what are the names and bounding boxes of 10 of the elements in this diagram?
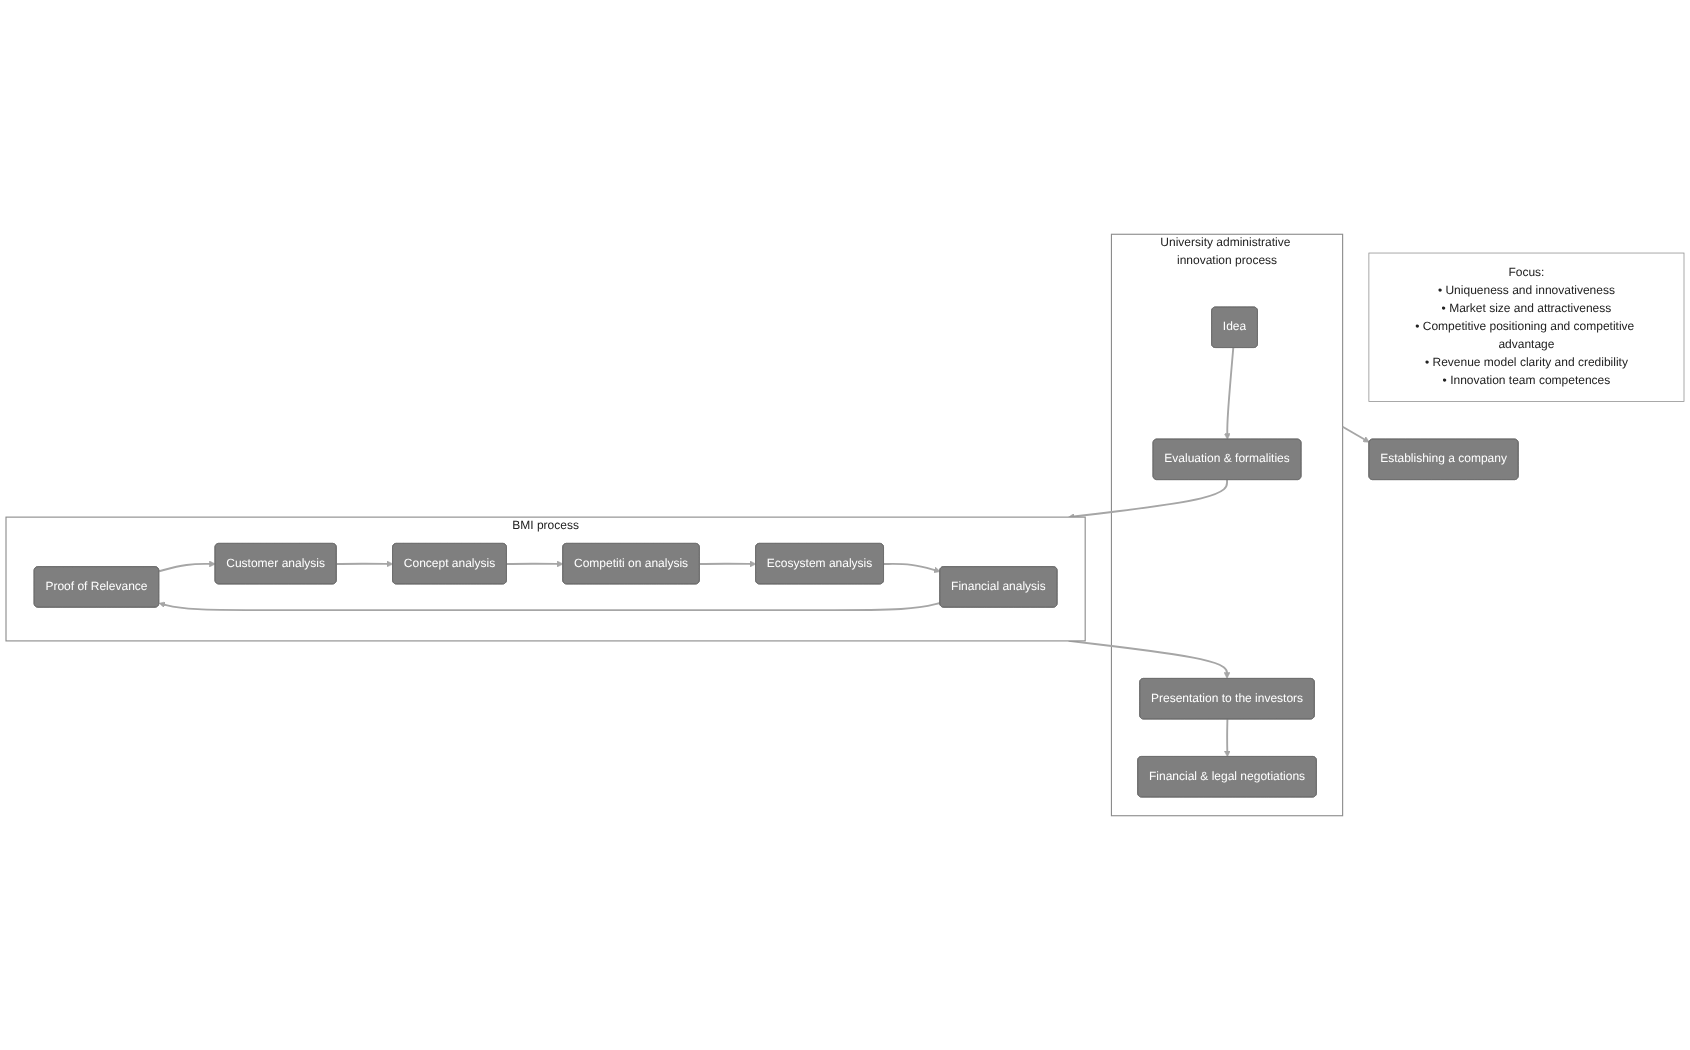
arrow bbox=[505, 560, 564, 568]
arrow bbox=[1224, 718, 1231, 758]
arrow bbox=[158, 560, 216, 573]
arrow bbox=[1224, 347, 1235, 440]
arrow bbox=[335, 560, 394, 568]
arrow bbox=[698, 560, 757, 568]
arrow bbox=[882, 562, 941, 574]
arrow bbox=[1068, 478, 1228, 520]
arrow bbox=[158, 601, 942, 612]
arrow bbox=[1341, 425, 1370, 443]
